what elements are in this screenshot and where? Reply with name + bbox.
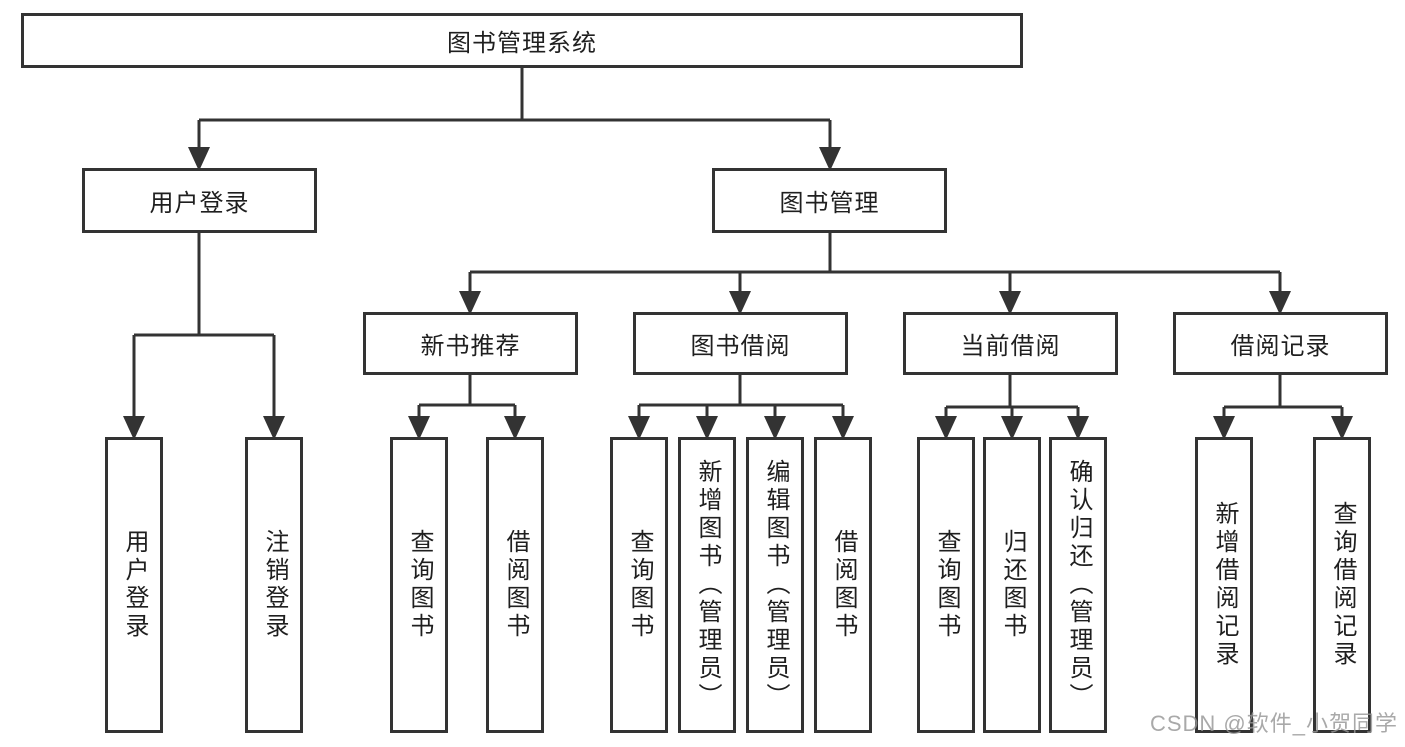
node-borrowing-records: 借阅记录 [1173,312,1388,375]
leaf-borrow-edit-books-admin: 编辑图书（管理员） [746,437,804,733]
node-label: 当前借阅 [960,333,1061,360]
connector-records-to-leaves [1222,375,1344,435]
connector-bookmgmt-to-level3 [468,233,1282,310]
node-book-borrowing: 图书借阅 [633,312,848,375]
leaf-records-query-record: 查询借阅记录 [1313,437,1371,733]
connector-userlogin-to-leaves [132,233,276,435]
node-label: 查询图书 [406,529,433,641]
leaf-borrow-borrow-books: 借阅图书 [814,437,872,733]
node-label: 图书管理系统 [447,30,597,57]
node-label: 归还图书 [999,529,1026,641]
node-label: 新书推荐 [420,333,521,360]
connector-newrec-to-leaves [417,375,517,435]
connector-root-to-level2 [197,68,832,166]
node-label: 用户登录 [149,190,250,217]
csdn-watermark: CSDN @软件_小贺同学 [1149,711,1398,736]
arrowheads [123,147,1353,440]
node-label: 查询图书 [626,529,653,641]
node-label: 新增借阅记录 [1211,501,1238,669]
node-book-management: 图书管理 [712,168,947,233]
leaf-current-query-books: 查询图书 [917,437,975,733]
node-label: 注销登录 [261,529,288,641]
leaf-current-return-books: 归还图书 [983,437,1041,733]
node-label: 图书借阅 [690,333,791,360]
node-label: 图书管理 [779,190,880,217]
node-label: 用户登录 [121,529,148,641]
leaf-borrow-query-books: 查询图书 [610,437,668,733]
node-current-borrowing: 当前借阅 [903,312,1118,375]
leaf-current-confirm-return-admin: 确认归还（管理员） [1049,437,1107,733]
node-label: 编辑图书（管理员） [762,459,789,711]
node-label: 确认归还（管理员） [1065,459,1092,711]
leaf-user-login: 用户登录 [105,437,163,733]
leaf-records-add-record: 新增借阅记录 [1195,437,1253,733]
node-label: 新增图书（管理员） [694,459,721,711]
node-root-library-system: 图书管理系统 [21,13,1023,68]
leaf-newrec-query-books: 查询图书 [390,437,448,733]
node-label: 借阅图书 [830,529,857,641]
leaf-logout: 注销登录 [245,437,303,733]
node-label: 借阅记录 [1230,333,1331,360]
node-label: 查询图书 [933,529,960,641]
leaf-newrec-borrow-books: 借阅图书 [486,437,544,733]
node-label: 借阅图书 [502,529,529,641]
connector-borrow-to-leaves [637,375,845,435]
node-user-login: 用户登录 [82,168,317,233]
node-new-book-recommend: 新书推荐 [363,312,578,375]
node-label: 查询借阅记录 [1329,501,1356,669]
leaf-borrow-add-books-admin: 新增图书（管理员） [678,437,736,733]
